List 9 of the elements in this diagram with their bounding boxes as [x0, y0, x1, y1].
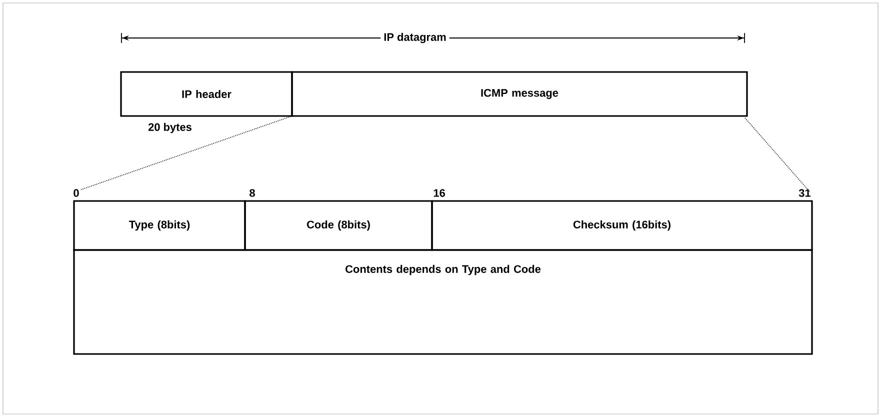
packet-field: Type (8bits)	[73, 200, 246, 251]
packet-field: Checksum (16bits)	[431, 200, 813, 251]
bit-number: 16	[434, 189, 445, 197]
packet-field: Code (8bits)	[244, 200, 433, 251]
dimension-label: IP datagram	[380, 32, 450, 44]
packet-field: IP header	[120, 71, 293, 117]
content-field: Contents depends on Type and Code	[73, 249, 813, 355]
packet-field: ICMP message	[291, 71, 748, 117]
bit-number: 8	[250, 189, 255, 197]
